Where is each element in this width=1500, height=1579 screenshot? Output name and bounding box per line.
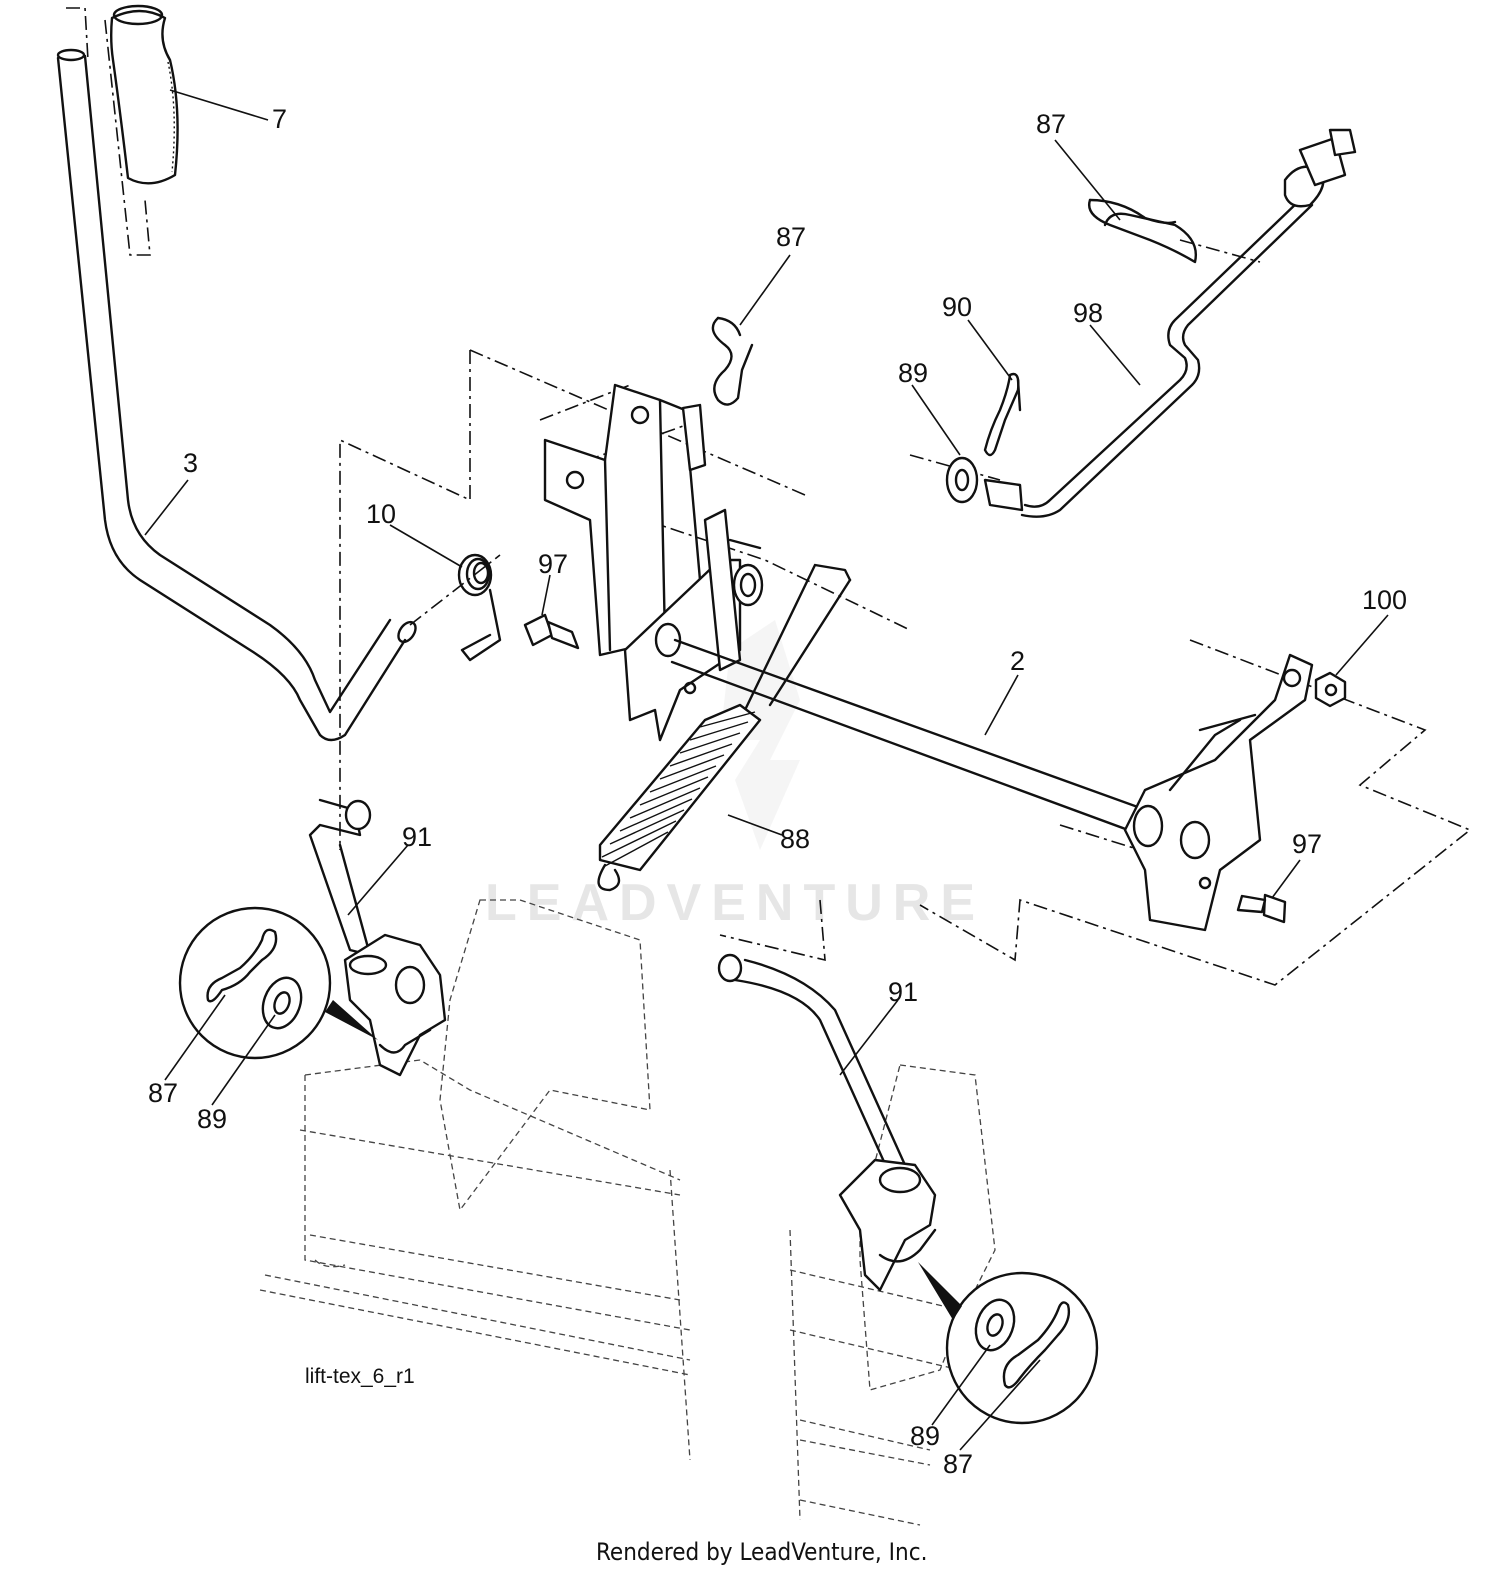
cross-shaft-part-2 <box>670 638 1314 932</box>
leader-lines <box>144 89 1389 1451</box>
nut-part-100 <box>1314 671 1347 708</box>
callout-label: 100 <box>1362 585 1407 615</box>
hairpin-clip-part-87-center <box>711 316 754 406</box>
bolt-part-97-right <box>1236 893 1287 924</box>
detail-circle-right <box>918 1262 1099 1425</box>
mower-deck-outline <box>259 899 996 1526</box>
handle-grip-part-7 <box>110 4 179 185</box>
washer-part-89-top <box>945 456 979 504</box>
callout-label: 91 <box>888 977 918 1007</box>
callout-label: 98 <box>1073 298 1103 328</box>
callout-label: 88 <box>780 824 810 854</box>
lift-link-part-91-left <box>308 798 447 1077</box>
callout-label: 91 <box>402 822 432 852</box>
callout-label: 7 <box>272 104 287 134</box>
callout-label: 90 <box>942 292 972 322</box>
callout-label: 97 <box>1292 829 1322 859</box>
callout-label: 97 <box>538 549 568 579</box>
extension-spring-part-88 <box>597 563 852 892</box>
clip-part-90 <box>983 372 1022 457</box>
callout-labels: 7 87 87 90 98 89 3 10 97 100 2 91 88 97 … <box>148 104 1407 1479</box>
callout-label: 10 <box>366 499 396 529</box>
callout-label: 89 <box>898 358 928 388</box>
lift-link-part-91-right <box>717 953 937 1292</box>
callout-label: 89 <box>197 1104 227 1134</box>
adjuster-rod-part-98 <box>983 128 1357 518</box>
torsion-spring-part-10 <box>457 553 502 662</box>
drawing-id-label: lift-tex_6_r1 <box>305 1365 415 1388</box>
bolt-part-97-left <box>523 613 580 650</box>
callout-label: 87 <box>1036 109 1066 139</box>
detail-circle-left <box>178 906 378 1060</box>
callout-label: 89 <box>910 1421 940 1451</box>
lift-bracket-assembly <box>543 383 764 742</box>
footer-credit: Rendered by LeadVenture, Inc. <box>596 1538 927 1566</box>
callout-label: 87 <box>776 222 806 252</box>
hairpin-clip-part-87-top <box>1088 198 1197 264</box>
watermark-text: LEADVENTURE <box>485 874 985 932</box>
callout-label: 87 <box>943 1449 973 1479</box>
lift-lever-part-3 <box>56 48 417 742</box>
callout-label: 3 <box>183 448 198 478</box>
callout-label: 87 <box>148 1078 178 1108</box>
callout-label: 2 <box>1010 646 1025 676</box>
